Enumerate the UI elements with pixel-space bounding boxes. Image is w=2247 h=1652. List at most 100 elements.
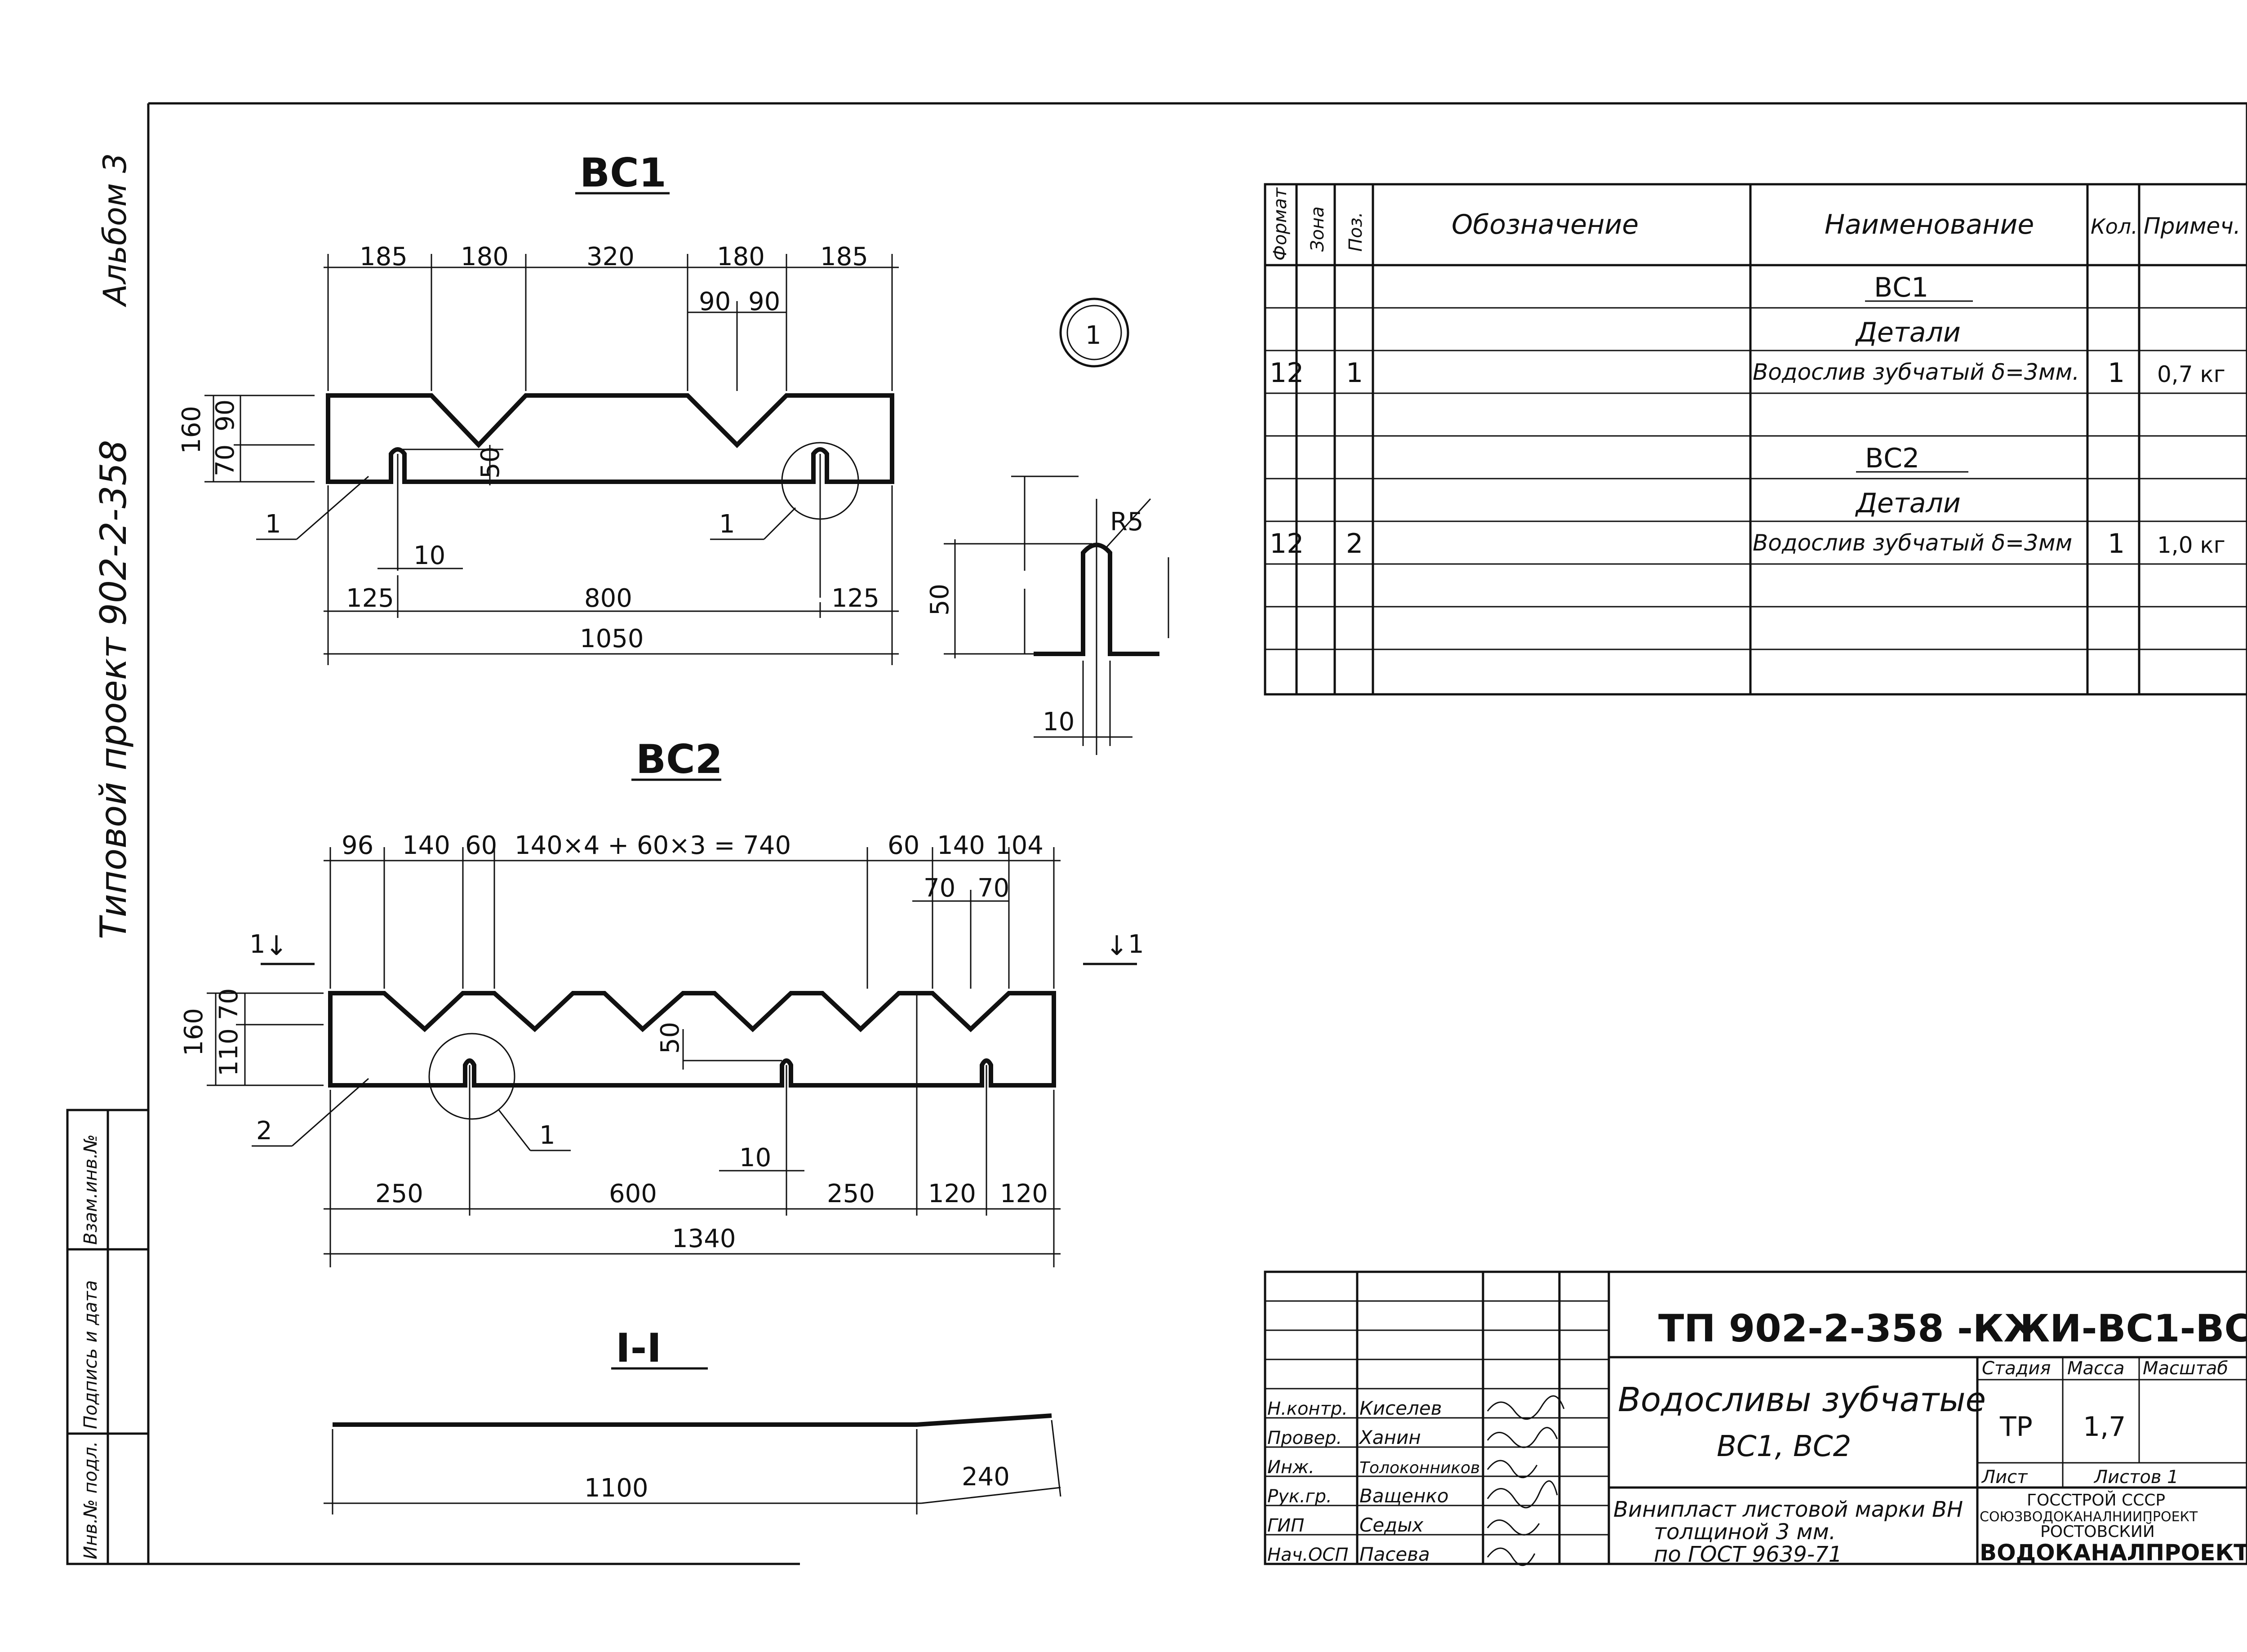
title-block: ТП 902-2-358 -КЖИ-ВС1-ВС2 Водосливы зубч…	[1264, 1270, 2247, 1567]
spec-header-zone: Зона	[1307, 206, 1328, 252]
vs1-dim-slot-width: 10	[413, 541, 445, 570]
vs1-dim-tooth-2: 90	[748, 287, 780, 316]
vs1-leader-right: 1	[719, 510, 735, 539]
vs2-cut-left: 1	[249, 930, 266, 959]
stage-value: ТР	[1999, 1411, 2033, 1443]
spec-row-pos: 1	[1346, 357, 1363, 389]
spec-row-qty: 1	[2108, 357, 2125, 389]
project-label: Типовой проект 902-2-358	[93, 440, 134, 939]
vs1-dim-top-5: 185	[820, 242, 868, 271]
vs2-dim-slot-depth: 50	[656, 1022, 685, 1054]
person-name: Ващенко	[1359, 1485, 1448, 1507]
org-line-1: ГОССТРОЙ СССР	[2027, 1491, 2165, 1510]
spec-table: Формат Зона Поз. Обозначение Наименовани…	[1264, 183, 2247, 696]
spec-row-note: 0,7 кг	[2157, 361, 2225, 387]
spec-row-name: Детали	[1855, 488, 1961, 519]
spec-row-note: 1,0 кг	[2157, 532, 2225, 558]
vs1-dim-slot-depth: 50	[476, 447, 505, 479]
detail-radius: R5	[1110, 507, 1144, 537]
vs2-dim-top-6: 140	[937, 831, 985, 860]
vs1-dim-overall: 1050	[580, 624, 644, 653]
spec-header-name: Наименование	[1825, 209, 2034, 240]
vs2-dim-top-3: 60	[465, 831, 497, 860]
album-label: Альбом 3	[97, 153, 133, 307]
vs2-detail-circle	[428, 1033, 515, 1120]
vs1-dim-top-2: 180	[461, 242, 509, 271]
spec-header-pos: Поз.	[1346, 212, 1366, 252]
vs2-dim-overall: 1340	[672, 1224, 736, 1253]
scale-label: Масштаб	[2143, 1358, 2228, 1379]
drawing-code: ТП 902-2-358 -КЖИ-ВС1-ВС2	[1658, 1306, 2247, 1350]
spec-row-pos: 2	[1346, 528, 1363, 560]
cut-arrow-left: ↓	[265, 930, 288, 962]
person-role: Н.контр.	[1267, 1399, 1348, 1419]
vs2-dim-height: 160	[179, 1008, 209, 1056]
person-name: Киселев	[1359, 1397, 1442, 1419]
vs1-title: ВС1	[580, 150, 666, 196]
stamp-cell-inventory: Инв.№ подл.	[80, 1441, 101, 1559]
vs2-dim-height-lower: 110	[214, 1028, 244, 1076]
mass-label: Масса	[2067, 1358, 2125, 1379]
vs2-dim-bottom-1: 250	[375, 1179, 423, 1208]
stage-label: Стадия	[1982, 1358, 2051, 1379]
spec-row-name: ВС1	[1874, 272, 1928, 303]
vs2-dim-tooth-2: 70	[977, 874, 1009, 903]
vs1-leader-left: 1	[265, 510, 281, 539]
spec-header-designation: Обозначение	[1452, 209, 1639, 240]
person-name: Седых	[1359, 1514, 1424, 1536]
person-role: Инж.	[1267, 1457, 1314, 1478]
vs2-leader-position: 2	[256, 1116, 272, 1146]
vs1-dim-tooth-1: 90	[699, 287, 731, 316]
view-vs1: ВС1 185 180 320 180 185 90 90 160 90 70	[177, 150, 899, 665]
sheet-label: Лист	[1981, 1467, 2028, 1488]
vs1-dim-top-3: 320	[586, 242, 635, 271]
person-name: Ханин	[1359, 1426, 1421, 1448]
vs2-plate-outline	[328, 991, 1056, 1088]
vs2-dim-top-1: 96	[342, 831, 373, 860]
spec-row-format: 12	[1270, 357, 1304, 389]
signature-marks	[1487, 1395, 1565, 1566]
view-vs2: ВС2 1 ↓ 1 ↓ 96 140 60 140×4 + 60×3 = 740…	[179, 736, 1144, 1267]
section-title: I-I	[616, 1325, 662, 1371]
vs2-dim-top-7: 104	[995, 831, 1044, 860]
vs2-cut-right: 1	[1128, 930, 1144, 959]
vs1-dim-top-1: 185	[360, 242, 408, 271]
detail-width: 10	[1043, 707, 1075, 737]
spec-row-name: Детали	[1855, 317, 1961, 348]
stamp-cell-replace: Взам.инв.№	[80, 1134, 101, 1245]
vs2-title: ВС2	[636, 736, 723, 782]
spec-row-name: Водослив зубчатый δ=3мм.	[1753, 359, 2079, 385]
view-section: I-I 1100 240	[324, 1325, 1061, 1514]
org-line-3: РОСТОВСКИЙ	[2040, 1522, 2155, 1541]
person-role: Нач.ОСП	[1267, 1545, 1348, 1565]
vs2-dim-top-4: 140×4 + 60×3 = 740	[515, 831, 791, 860]
vs2-leader-detail: 1	[539, 1121, 555, 1150]
vs1-dim-height: 160	[177, 406, 206, 454]
spec-row-name: ВС2	[1865, 443, 1919, 474]
vs2-dim-bottom-5: 120	[1000, 1179, 1048, 1208]
cut-arrow-right: ↓	[1106, 930, 1128, 962]
sheets-label: Листов 1	[2093, 1467, 2179, 1488]
section-outline	[333, 1413, 1052, 1427]
spec-row-name: Водослив зубчатый δ=3мм	[1753, 530, 2072, 556]
vs2-dim-top-5: 60	[888, 831, 919, 860]
org-line-4: ВОДОКАНАЛПРОЕКТ	[1980, 1540, 2247, 1566]
material-line-2: толщиной 3 мм.	[1654, 1519, 1836, 1545]
vs1-dim-top-4: 180	[717, 242, 765, 271]
section-dim-1: 1100	[584, 1474, 648, 1503]
vs2-dim-top-2: 140	[402, 831, 450, 860]
detail-mark: 1	[1085, 321, 1101, 350]
vs1-dim-height-upper: 90	[211, 400, 240, 431]
spec-row-qty: 1	[2108, 528, 2125, 560]
vs2-dim-tooth-1: 70	[924, 874, 955, 903]
person-name: Толоконников	[1359, 1459, 1480, 1477]
person-role: ГИП	[1267, 1515, 1304, 1536]
vs2-dim-bottom-2: 600	[609, 1179, 657, 1208]
material-line-1: Винипласт листовой марки ВН	[1613, 1497, 1963, 1522]
vs2-dim-height-upper: 70	[214, 988, 244, 1020]
spec-row-format: 12	[1270, 528, 1304, 560]
section-dim-2: 240	[962, 1462, 1010, 1492]
vs1-plate-outline	[326, 393, 894, 484]
drawing-title-2: ВС1, ВС2	[1717, 1430, 1851, 1463]
